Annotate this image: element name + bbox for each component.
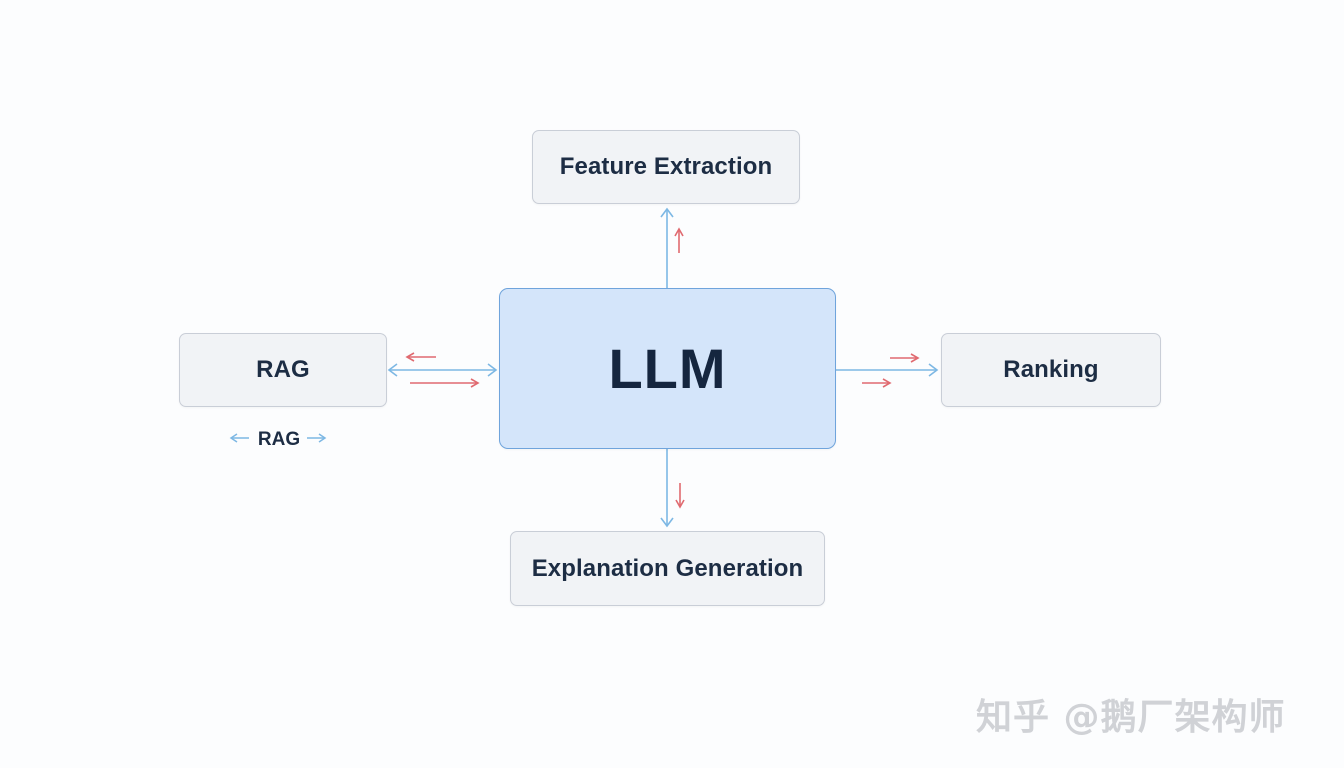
watermark: 知乎 @鹅厂架构师 bbox=[976, 697, 1286, 738]
red-down-arrow bbox=[675, 483, 685, 509]
explanation-generation-node: Explanation Generation bbox=[510, 531, 825, 606]
rag-caption-right-arrow-icon bbox=[307, 433, 327, 443]
ranking-label: Ranking bbox=[1003, 356, 1099, 383]
red-right-arrow-lower bbox=[862, 378, 892, 388]
rag-label: RAG bbox=[256, 356, 310, 383]
red-up-arrow bbox=[674, 227, 684, 253]
llm-to-feature-connector bbox=[660, 207, 674, 288]
red-right-arrow-upper bbox=[890, 353, 920, 363]
rag-caption-left-arrow-icon bbox=[229, 433, 249, 443]
feature-extraction-node: Feature Extraction bbox=[532, 130, 800, 204]
llm-label: LLM bbox=[608, 337, 727, 400]
feature-extraction-label: Feature Extraction bbox=[559, 153, 773, 180]
rag-caption: RAG bbox=[257, 429, 301, 450]
llm-to-ranking-connector bbox=[836, 363, 939, 377]
llm-to-explanation-connector bbox=[660, 449, 674, 528]
red-left-arrow bbox=[405, 352, 436, 362]
rag-node: RAG bbox=[179, 333, 387, 407]
explanation-generation-label: Explanation Generation bbox=[531, 554, 804, 582]
red-right-arrow bbox=[410, 378, 480, 388]
rag-llm-connector bbox=[387, 363, 498, 377]
llm-node: LLM bbox=[499, 288, 836, 449]
ranking-node: Ranking bbox=[941, 333, 1161, 407]
